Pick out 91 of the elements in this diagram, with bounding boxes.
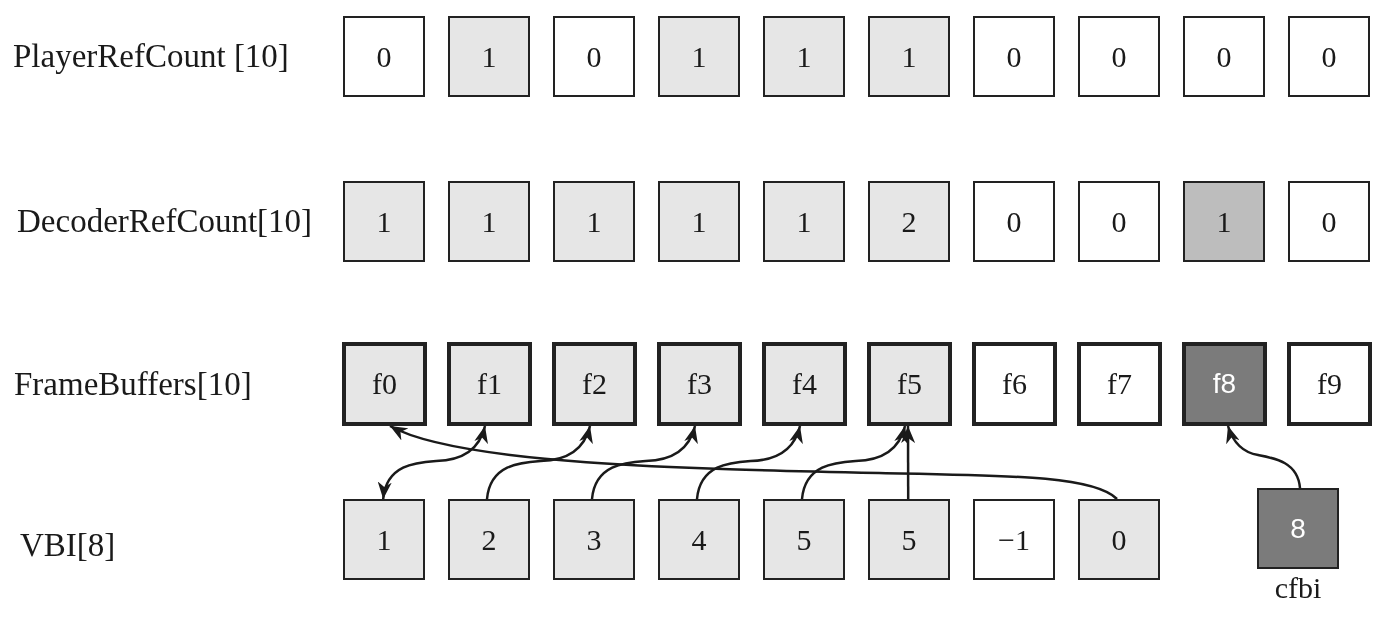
frame-buffer-cell	[657, 342, 742, 426]
cell-value: f1	[477, 369, 502, 399]
frame-buffer-cell	[972, 342, 1057, 426]
array-cell	[868, 181, 950, 262]
cell-value: 1	[586, 206, 602, 237]
row-label: FrameBuffers[10]	[14, 367, 252, 401]
cell-value: f3	[687, 369, 712, 399]
row-label: DecoderRefCount[10]	[17, 204, 313, 238]
arrow	[695, 425, 803, 500]
cell-value: 1	[796, 206, 812, 237]
cell-value: 0	[376, 41, 392, 72]
cell-value: 1	[691, 206, 707, 237]
frame-buffer-cell	[1077, 342, 1162, 426]
array-cell	[1183, 16, 1265, 97]
cell-value: f0	[372, 369, 397, 399]
arrow	[1226, 425, 1302, 489]
cell-value: 1	[481, 41, 497, 72]
arrow	[590, 425, 698, 500]
array-cell	[448, 16, 530, 97]
row-label: PlayerRefCount [10]	[13, 39, 289, 73]
array-cell	[868, 16, 950, 97]
cell-value: f9	[1317, 369, 1342, 399]
cell-value: 0	[1216, 41, 1232, 72]
cell-value: 5	[796, 524, 812, 555]
array-cell	[553, 499, 635, 580]
array-cell	[763, 499, 845, 580]
frame-buffer-cell	[342, 342, 427, 426]
cell-value: 0	[1321, 41, 1337, 72]
frame-buffer-cell	[1287, 342, 1372, 426]
array-cell	[868, 499, 950, 580]
array-cell	[1078, 499, 1160, 580]
row-label: VBI[8]	[20, 528, 116, 562]
array-cell	[973, 16, 1055, 97]
frame-buffer-cell	[867, 342, 952, 426]
double-arrow	[379, 425, 488, 500]
cell-value: 3	[586, 524, 602, 555]
array-cell	[553, 16, 635, 97]
array-cell	[1288, 181, 1370, 262]
cell-value: 1	[376, 206, 392, 237]
cell-value: 0	[586, 41, 602, 72]
array-cell	[658, 16, 740, 97]
frame-buffer-cell	[552, 342, 637, 426]
cell-value: 0	[1321, 206, 1337, 237]
array-cell	[763, 16, 845, 97]
cell-value: −1	[998, 524, 1030, 555]
cell-value: 8	[1290, 514, 1306, 543]
cell-value: 1	[901, 41, 917, 72]
cell-value: f4	[792, 369, 817, 399]
arrow	[901, 426, 916, 499]
arrow	[485, 425, 593, 500]
cell-value: 1	[481, 206, 497, 237]
cell-value: 0	[1111, 524, 1127, 555]
cell-value: 0	[1006, 41, 1022, 72]
cell-value: 0	[1111, 206, 1127, 237]
array-cell	[763, 181, 845, 262]
frame-buffer-cell	[762, 342, 847, 426]
cell-value: 2	[901, 206, 917, 237]
cell-value: f7	[1107, 369, 1132, 399]
cell-value: 5	[901, 524, 917, 555]
array-cell	[1288, 16, 1370, 97]
array-cell	[973, 499, 1055, 580]
array-cell	[343, 499, 425, 580]
cell-value: f8	[1212, 370, 1237, 398]
cell-value: 1	[796, 41, 812, 72]
array-cell	[1078, 181, 1160, 262]
array-cell	[448, 181, 530, 262]
arrow	[389, 424, 1118, 500]
cell-value: 4	[691, 524, 707, 555]
cell-value: 1	[1216, 206, 1232, 237]
cell-caption: cfbi	[1274, 573, 1322, 603]
cell-value: 1	[376, 524, 392, 555]
frame-buffer-cell	[1182, 342, 1267, 426]
array-cell	[343, 181, 425, 262]
cell-value: 1	[691, 41, 707, 72]
cell-value: 0	[1111, 41, 1127, 72]
array-cell	[658, 181, 740, 262]
cell-value: f6	[1002, 369, 1027, 399]
cell-value: f5	[897, 369, 922, 399]
array-cell	[658, 499, 740, 580]
index-cell	[1257, 488, 1339, 569]
array-cell	[1183, 181, 1265, 262]
cell-value: f2	[582, 369, 607, 399]
array-cell	[343, 16, 425, 97]
array-cell	[553, 181, 635, 262]
array-cell	[1078, 16, 1160, 97]
arrow	[800, 425, 908, 500]
cell-value: 0	[1006, 206, 1022, 237]
cell-value: 2	[481, 524, 497, 555]
array-cell	[973, 181, 1055, 262]
array-cell	[448, 499, 530, 580]
frame-buffer-cell	[447, 342, 532, 426]
